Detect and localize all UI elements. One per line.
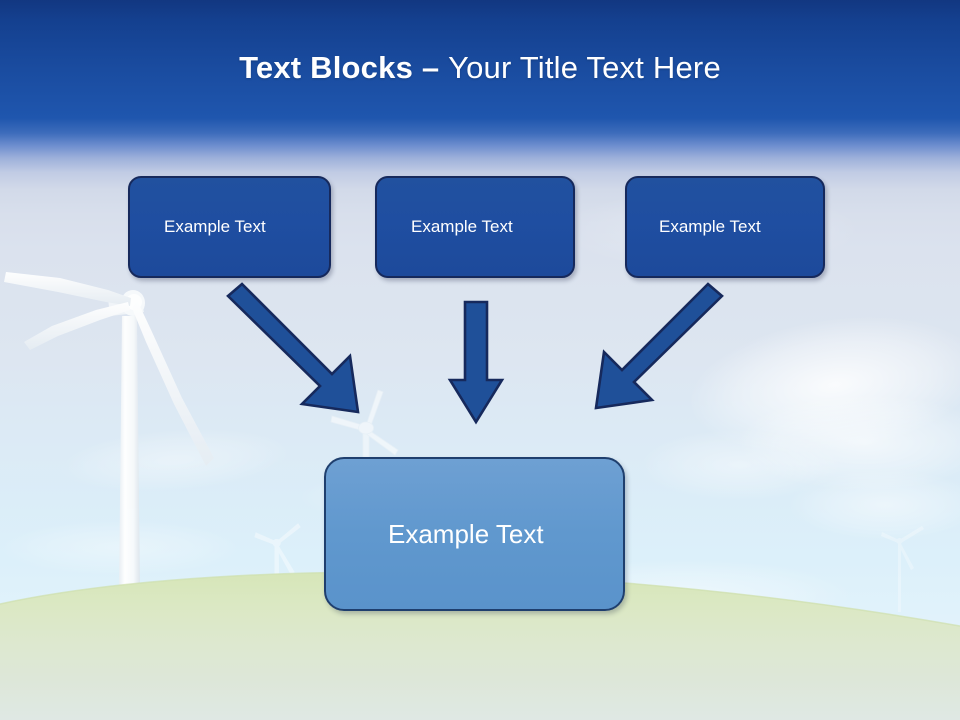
text-block-3[interactable]: Example Text [625, 176, 825, 278]
text-block-result[interactable]: Example Text [324, 457, 625, 611]
slide-title: Text Blocks – Your Title Text Here [0, 46, 960, 90]
text-block-2-label: Example Text [411, 217, 513, 236]
text-block-2[interactable]: Example Text [375, 176, 575, 278]
text-block-1-label: Example Text [164, 217, 266, 236]
title-normal: Your Title Text Here [448, 50, 721, 85]
text-block-1[interactable]: Example Text [128, 176, 331, 278]
text-block-result-label: Example Text [388, 519, 544, 549]
title-strong: Text Blocks – [239, 50, 449, 85]
text-block-3-label: Example Text [659, 217, 761, 236]
